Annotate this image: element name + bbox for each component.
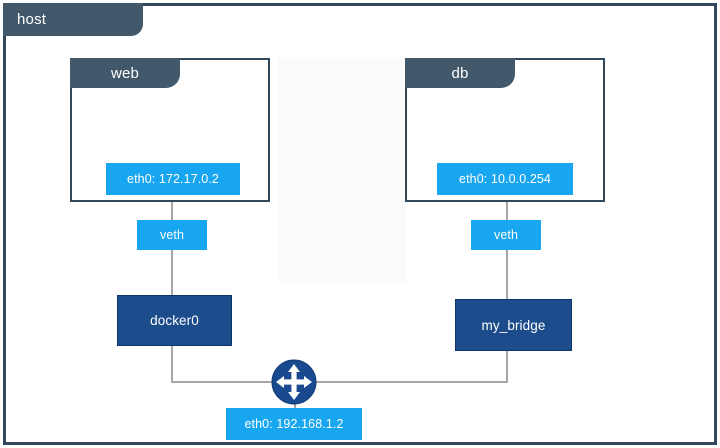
connector-bus-right	[300, 381, 508, 383]
bridge-docker0[interactable]: docker0	[117, 295, 232, 346]
connector-mybridge-to-bus	[506, 350, 508, 383]
container-web-name: web	[110, 64, 140, 82]
connector-db-to-veth	[506, 196, 508, 222]
web-eth0-label: eth0: 172.17.0.2	[127, 172, 219, 186]
veth-right-chip[interactable]: veth	[471, 220, 541, 250]
host-label-tab: host	[3, 3, 143, 36]
host-label-text: host	[17, 11, 47, 28]
host-eth0-chip[interactable]: eth0: 192.168.1.2	[226, 408, 362, 440]
veth-right-label: veth	[493, 228, 519, 242]
veth-left-label: veth	[159, 228, 185, 242]
router-icon[interactable]	[271, 359, 317, 405]
web-eth0-chip[interactable]: eth0: 172.17.0.2	[106, 163, 240, 195]
host-eth0-label: eth0: 192.168.1.2	[244, 417, 344, 431]
bridge-my-bridge-label: my_bridge	[481, 317, 546, 333]
container-web-title-tab: web	[70, 58, 180, 88]
connector-veth-to-docker0	[171, 248, 173, 298]
bridge-my-bridge[interactable]: my_bridge	[455, 299, 572, 351]
bridge-docker0-label: docker0	[150, 313, 199, 328]
background-wash	[278, 58, 406, 283]
veth-left-chip[interactable]: veth	[137, 220, 207, 250]
container-db-name: db	[451, 64, 469, 82]
connector-bus-left	[171, 381, 291, 383]
connector-docker0-to-bus	[171, 345, 173, 383]
container-db-title-tab: db	[405, 58, 515, 88]
db-eth0-label: eth0: 10.0.0.254	[459, 172, 551, 186]
connector-veth-to-mybridge	[506, 248, 508, 302]
connector-web-to-veth	[171, 196, 173, 222]
db-eth0-chip[interactable]: eth0: 10.0.0.254	[437, 163, 573, 195]
